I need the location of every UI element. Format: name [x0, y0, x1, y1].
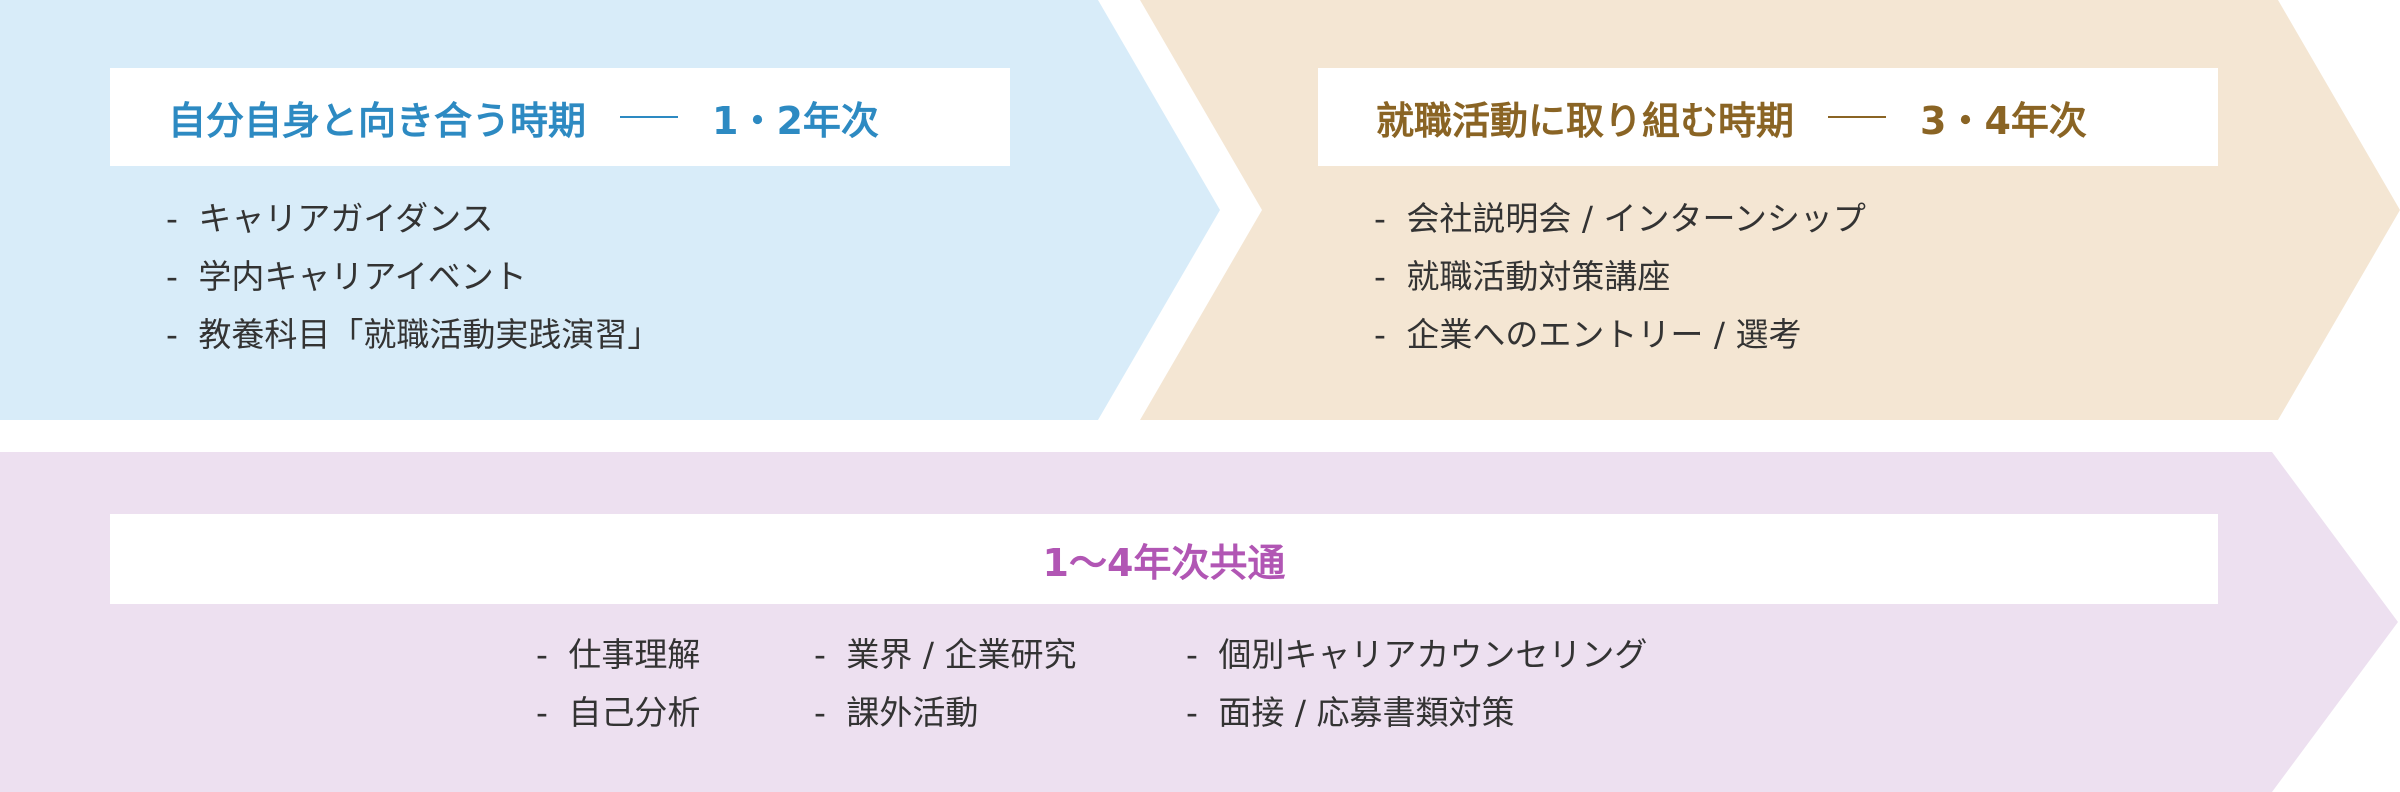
common-title: 1〜4年次共通: [1042, 540, 1286, 585]
list-item: 学内キャリアイベント: [166, 248, 660, 306]
phase2-dash: [1828, 116, 1887, 118]
common-title-box: 1〜4年次共通: [110, 514, 2218, 604]
list-item: 仕事理解: [536, 626, 700, 684]
common-list-col-1: 仕事理解 自己分析: [536, 626, 700, 742]
list-item: 会社説明会 / インターンシップ: [1374, 190, 1865, 248]
list-item: 就職活動対策講座: [1374, 248, 1866, 306]
list-item: 面接 / 応募書類対策: [1186, 684, 1647, 742]
list-item: 業界 / 企業研究: [814, 626, 1076, 684]
phase1-title: 自分自身と向き合う時期: [168, 98, 587, 143]
list-item: 個別キャリアカウンセリング: [1186, 626, 1647, 684]
list-item: 企業へのエントリー / 選考: [1374, 306, 1866, 364]
phase1-dash: [620, 116, 679, 118]
phase1-list: キャリアガイダンス 学内キャリアイベント 教養科目「就職活動実践演習」: [166, 190, 660, 364]
list-item: 教養科目「就職活動実践演習」: [166, 306, 660, 364]
list-item: キャリアガイダンス: [166, 190, 660, 248]
phase1-title-box: 自分自身と向き合う時期 1・2年次: [110, 68, 1010, 166]
phase2-title-box: 就職活動に取り組む時期 3・4年次: [1318, 68, 2218, 166]
common-list-col-3: 個別キャリアカウンセリング 面接 / 応募書類対策: [1186, 626, 1647, 742]
phase1-years: 1・2年次: [712, 98, 879, 143]
list-item: 自己分析: [536, 684, 700, 742]
phase2-title: 就職活動に取り組む時期: [1376, 98, 1795, 143]
phase2-list: 会社説明会 / インターンシップ 就職活動対策講座 企業へのエントリー / 選考: [1374, 190, 1866, 364]
phase2-years: 3・4年次: [1920, 98, 2087, 143]
list-item: 課外活動: [814, 684, 1077, 742]
common-list-col-2: 業界 / 企業研究 課外活動: [814, 626, 1077, 742]
